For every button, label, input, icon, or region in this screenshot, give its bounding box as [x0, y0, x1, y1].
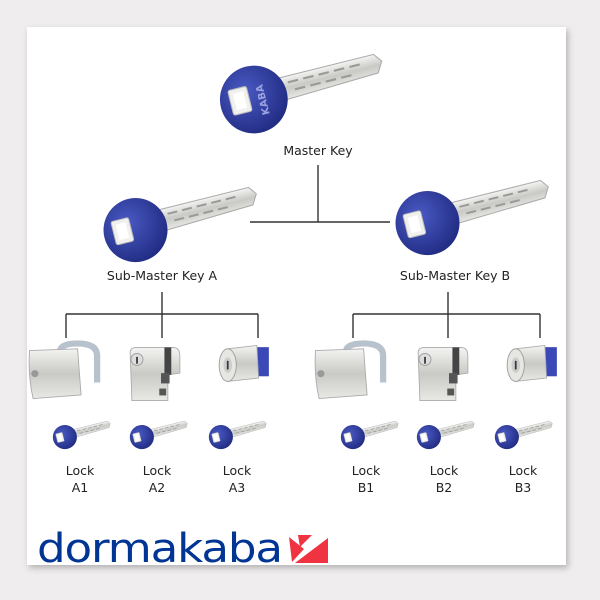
lock-b1-key: [338, 414, 402, 453]
master-key-label: Master Key: [283, 143, 353, 158]
sub-master-key-b-image: [388, 165, 558, 263]
svg-text:Lock: Lock: [509, 463, 538, 478]
svg-text:Lock: Lock: [223, 463, 252, 478]
svg-text:A3: A3: [229, 480, 246, 495]
lock-a2-label: Lock A2: [143, 463, 172, 495]
svg-text:A2: A2: [149, 480, 166, 495]
lock-a3-label: Lock A3: [223, 463, 252, 495]
lock-b3-cam-lock: [506, 344, 558, 382]
master-key-image: [212, 38, 392, 142]
lock-b1-label: Lock B1: [352, 463, 381, 495]
sub-master-key-b-label: Sub-Master Key B: [400, 268, 510, 283]
lock-b2-key: [414, 414, 478, 453]
lock-b1-padlock: [315, 343, 383, 398]
svg-text:Lock: Lock: [430, 463, 459, 478]
lock-b3-key: [492, 414, 556, 453]
svg-text:A1: A1: [72, 480, 89, 495]
svg-text:Lock: Lock: [352, 463, 381, 478]
lock-a2-half-cylinder: [129, 346, 181, 402]
svg-text:Lock: Lock: [143, 463, 172, 478]
svg-text:B2: B2: [436, 480, 453, 495]
lock-a2-key: [127, 414, 191, 453]
lock-a3-cam-lock: [218, 344, 270, 382]
sub-b-connector-lines: [352, 292, 541, 338]
diagram-card: [27, 27, 566, 565]
lock-a1-label: Lock A1: [66, 463, 95, 495]
lock-b2-half-cylinder: [417, 346, 469, 402]
lock-a1-key: [50, 414, 114, 453]
lock-a3-key: [206, 414, 270, 453]
lock-b3-label: Lock B3: [509, 463, 538, 495]
svg-text:Lock: Lock: [66, 463, 95, 478]
sub-a-connector-lines: [65, 292, 259, 338]
lock-b2-label: Lock B2: [430, 463, 459, 495]
sub-master-key-a-image: [96, 172, 266, 270]
logo-wordmark: dormakaba: [37, 526, 282, 572]
sub-master-key-a-label: Sub-Master Key A: [107, 268, 218, 283]
master-connector-lines: [250, 165, 390, 223]
dormakaba-logo: dormakaba: [37, 526, 328, 572]
svg-text:B3: B3: [515, 480, 532, 495]
logo-mark-icon: [289, 535, 328, 563]
svg-text:B1: B1: [358, 480, 375, 495]
lock-a1-padlock: [29, 343, 97, 398]
